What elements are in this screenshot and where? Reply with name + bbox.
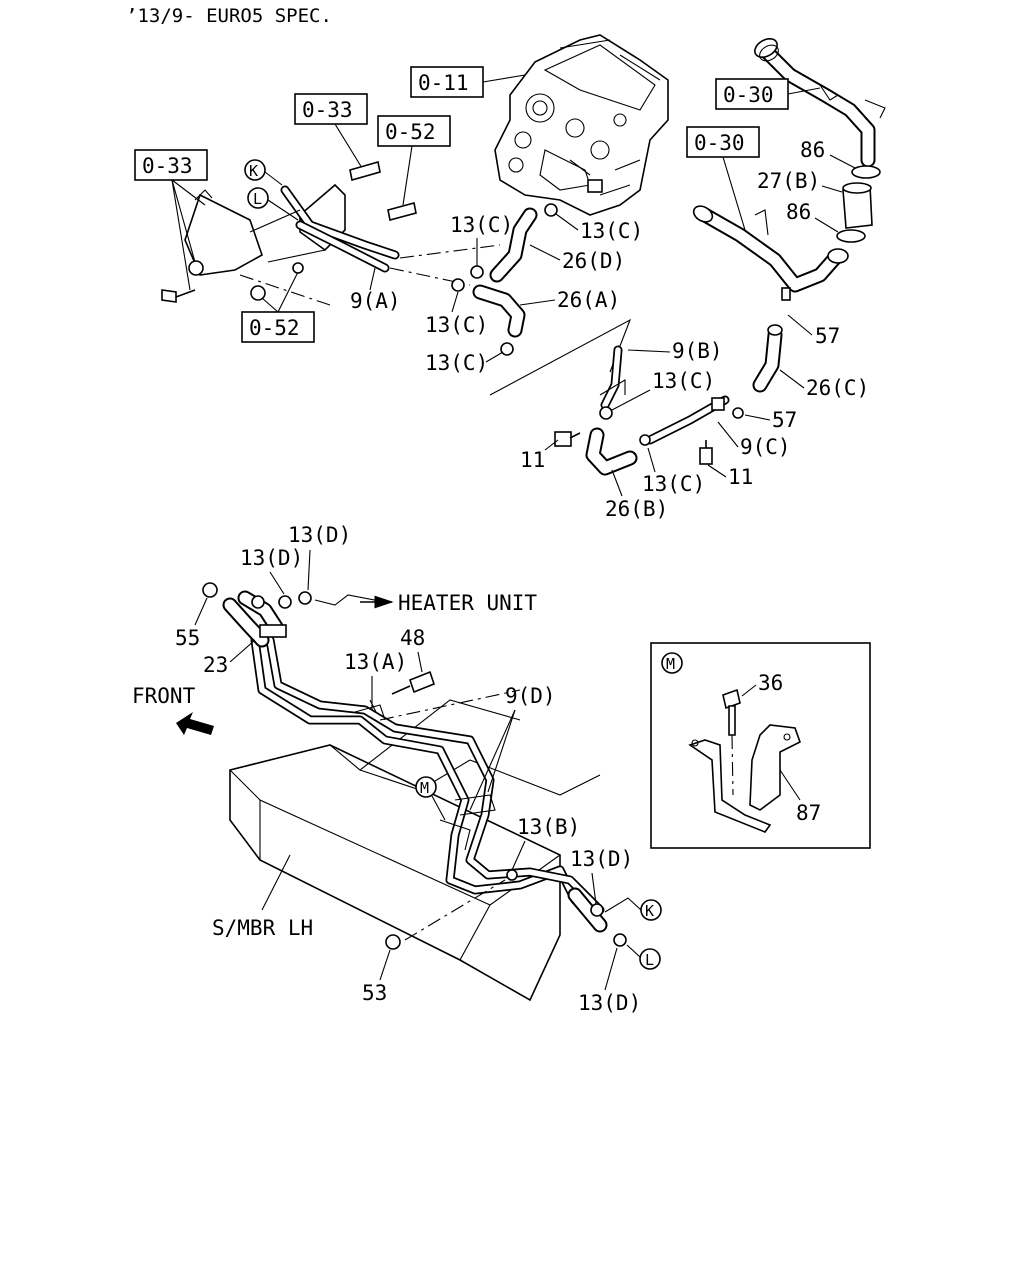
water-inlet-pipe: [692, 205, 849, 301]
clamp-86-lower: [836, 229, 866, 243]
part-13c-4: 13(C): [425, 351, 488, 375]
water-outlet-pipe: [754, 38, 886, 168]
part-13d-top: 13(D): [288, 523, 351, 547]
front-arrow: [176, 712, 214, 735]
ref-0-30-upper: 0-30: [723, 83, 774, 107]
bolt-top: [349, 160, 381, 182]
engine-block: [494, 34, 669, 216]
ref-box-0-33-top: [294, 93, 368, 125]
part-11-right: 11: [728, 465, 753, 489]
callout-k-lower-label: K: [645, 902, 654, 920]
part-9b: 9(B): [672, 339, 723, 363]
ref-0-33-left: 0-33: [142, 154, 193, 178]
stud-top: [387, 202, 417, 221]
callout-l-lower-label: L: [645, 951, 654, 969]
spec-note: ’13/9- EURO5 SPEC.: [126, 5, 332, 27]
part-9d: 9(D): [505, 684, 556, 708]
part-13d-right: 13(D): [570, 847, 633, 871]
nut-53: [385, 934, 401, 950]
ref-0-30-lower: 0-30: [694, 131, 745, 155]
part-9a: 9(A): [350, 289, 401, 313]
callout-m-lower: [415, 776, 437, 798]
heater-unit-label: HEATER UNIT: [398, 591, 537, 615]
part-13c-2: 13(C): [580, 219, 643, 243]
callout-m-detail-label: M: [666, 655, 675, 673]
hose-26d: [489, 207, 538, 283]
part-36: 36: [758, 671, 783, 695]
part-26c: 26(C): [806, 376, 869, 400]
callout-l-upper-label: L: [253, 190, 262, 208]
part-26a: 26(A): [557, 288, 620, 312]
part-13d-mid: 13(D): [240, 546, 303, 570]
hose-27b: [842, 182, 873, 229]
detail-box-m: M: [650, 642, 871, 849]
part-26b: 26(B): [605, 497, 668, 521]
ref-0-52-bottom: 0-52: [249, 316, 300, 340]
heater-pointer: [314, 594, 386, 606]
part-26d: 26(D): [562, 249, 625, 273]
hose-26a: [472, 284, 526, 338]
ref-box-0-30-lower: [686, 126, 760, 158]
bolt-48: [409, 670, 435, 694]
bracket-0-33: [161, 189, 263, 303]
ref-0-33-top: 0-33: [302, 98, 353, 122]
part-13c-6: 13(C): [642, 472, 705, 496]
part-53: 53: [362, 981, 387, 1005]
part-11-left: 11: [520, 448, 545, 472]
part-9c: 9(C): [740, 435, 791, 459]
callout-l-lower: [639, 948, 661, 970]
part-27b: 27(B): [757, 169, 820, 193]
nut-55: [202, 582, 218, 598]
part-57-lower: 57: [772, 408, 797, 432]
part-13b: 13(B): [517, 815, 580, 839]
callout-k-upper-label: K: [249, 162, 258, 180]
ref-box-0-30-upper: [715, 78, 789, 110]
part-13a: 13(A): [344, 650, 407, 674]
front-label: FRONT: [132, 684, 196, 708]
hose-26b: [585, 427, 638, 476]
ref-0-11: 0-11: [418, 71, 469, 95]
smbr-label: S/MBR LH: [212, 916, 313, 940]
ref-box-0-52-top: [377, 115, 451, 147]
part-13c-1: 13(C): [450, 213, 513, 237]
hose-26c: [752, 324, 783, 393]
clamp-86-upper: [851, 165, 881, 179]
pipe-9c: [645, 395, 730, 445]
part-57-upper: 57: [815, 324, 840, 348]
part-48: 48: [400, 626, 425, 650]
ref-0-52-top: 0-52: [385, 120, 436, 144]
part-13c-3: 13(C): [425, 313, 488, 337]
part-13c-5: 13(C): [652, 369, 715, 393]
part-23: 23: [203, 653, 228, 677]
heater-hose-assembly: [222, 590, 608, 933]
callout-k-upper: [244, 159, 266, 181]
callout-l-upper: [247, 187, 269, 209]
part-55: 55: [175, 626, 200, 650]
part-86-upper: 86: [800, 138, 825, 162]
bypass-pipe-9a: [249, 183, 400, 273]
nut-0-52: [250, 285, 266, 301]
ref-box-0-33-left: [134, 149, 208, 181]
frame-member: [229, 699, 601, 1002]
part-13d-bottom: 13(D): [578, 991, 641, 1015]
pipe-9b: [599, 345, 626, 410]
part-87: 87: [796, 801, 821, 825]
callout-m-lower-label: M: [420, 779, 429, 797]
part-86-lower: 86: [786, 200, 811, 224]
